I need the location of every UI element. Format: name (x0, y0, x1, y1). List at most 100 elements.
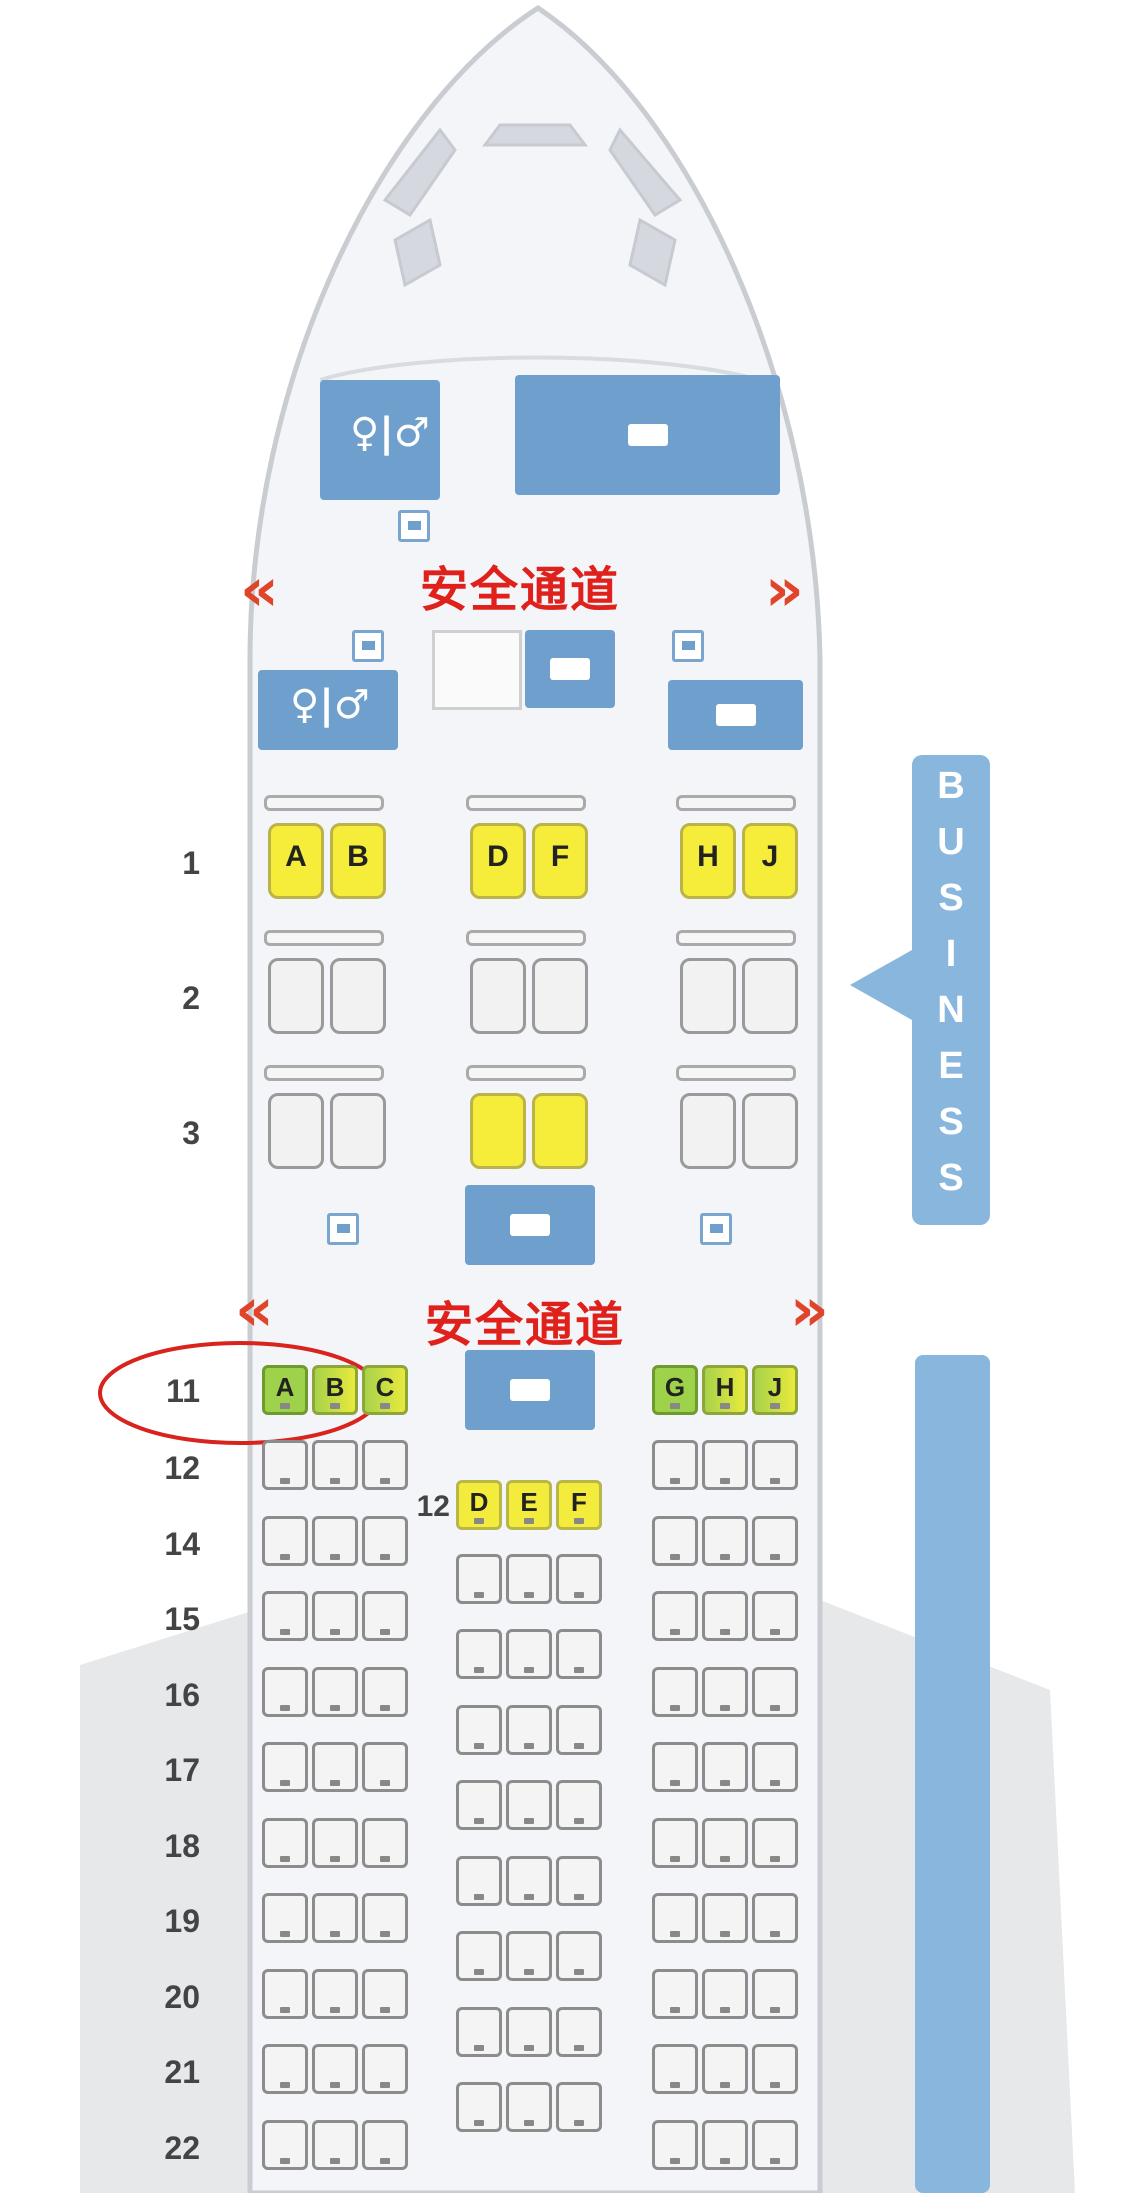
seat[interactable] (262, 1666, 308, 1717)
seat[interactable] (506, 1629, 552, 1679)
seat[interactable] (752, 1742, 798, 1792)
seat[interactable] (312, 2044, 358, 2094)
seat-3-1[interactable] (268, 1093, 324, 1169)
seat-11-J[interactable]: J (752, 1365, 798, 1415)
seat[interactable] (652, 1591, 698, 1641)
seat[interactable] (752, 2119, 798, 2170)
seat[interactable] (652, 1817, 698, 1868)
seat[interactable] (752, 1515, 798, 1566)
seat[interactable] (702, 1817, 748, 1868)
seat[interactable] (752, 1817, 798, 1868)
seat[interactable] (506, 1931, 552, 1981)
seat[interactable] (362, 1968, 408, 2019)
seat[interactable] (752, 1666, 798, 1717)
seat[interactable] (652, 1893, 698, 1943)
seat[interactable] (702, 1666, 748, 1717)
seat[interactable] (312, 1968, 358, 2019)
seat[interactable] (262, 1515, 308, 1566)
seat[interactable] (262, 1591, 308, 1641)
seat[interactable] (456, 1780, 502, 1830)
seat[interactable] (262, 2119, 308, 2170)
seat[interactable] (506, 1553, 552, 1604)
seat[interactable] (312, 1666, 358, 1717)
seat-1-A[interactable]: A (268, 823, 324, 899)
seat[interactable] (556, 1931, 602, 1981)
seat-2-6[interactable] (742, 958, 798, 1034)
seat[interactable] (456, 1553, 502, 1604)
seat-1-J[interactable]: J (742, 823, 798, 899)
seat[interactable] (556, 1855, 602, 1906)
seat[interactable] (362, 1515, 408, 1566)
seat[interactable] (702, 1742, 748, 1792)
seat[interactable] (652, 1440, 698, 1490)
seat-3-5[interactable] (680, 1093, 736, 1169)
seat-3-6[interactable] (742, 1093, 798, 1169)
seat[interactable] (652, 2119, 698, 2170)
seat[interactable] (556, 2082, 602, 2132)
seat[interactable] (556, 1629, 602, 1679)
seat[interactable] (262, 1742, 308, 1792)
seat[interactable] (362, 2044, 408, 2094)
seat-2-1[interactable] (268, 958, 324, 1034)
seat[interactable] (556, 1553, 602, 1604)
seat-11-H[interactable]: H (702, 1365, 748, 1415)
seat-11-C[interactable]: C (362, 1365, 408, 1415)
seat[interactable] (456, 2006, 502, 2057)
seat[interactable] (752, 1591, 798, 1641)
seat-3-2[interactable] (330, 1093, 386, 1169)
seat-11-B[interactable]: B (312, 1365, 358, 1415)
seat[interactable] (312, 1742, 358, 1792)
seat[interactable] (456, 2082, 502, 2132)
seat[interactable] (362, 1742, 408, 1792)
seat-3-3[interactable] (470, 1093, 526, 1169)
seat[interactable] (506, 2006, 552, 2057)
seat-11-A[interactable]: A (262, 1365, 308, 1415)
seat[interactable] (506, 1704, 552, 1755)
seat[interactable] (362, 1893, 408, 1943)
seat[interactable] (362, 1591, 408, 1641)
seat-2-5[interactable] (680, 958, 736, 1034)
seat[interactable] (362, 1666, 408, 1717)
seat[interactable] (362, 2119, 408, 2170)
seat[interactable] (702, 1440, 748, 1490)
seat[interactable] (262, 1440, 308, 1490)
seat[interactable] (456, 1704, 502, 1755)
seat[interactable] (556, 1780, 602, 1830)
seat-1-D[interactable]: D (470, 823, 526, 899)
seat[interactable] (506, 1780, 552, 1830)
seat[interactable] (262, 1893, 308, 1943)
seat[interactable] (752, 1893, 798, 1943)
seat[interactable] (262, 1817, 308, 1868)
seat-1-B[interactable]: B (330, 823, 386, 899)
seat[interactable] (652, 1968, 698, 2019)
seat-11-G[interactable]: G (652, 1365, 698, 1415)
seat[interactable] (702, 1893, 748, 1943)
seat-3-4[interactable] (532, 1093, 588, 1169)
seat[interactable] (362, 1817, 408, 1868)
seat[interactable] (702, 2119, 748, 2170)
seat[interactable] (312, 1591, 358, 1641)
seat[interactable] (456, 1931, 502, 1981)
seat[interactable] (752, 2044, 798, 2094)
seat[interactable] (652, 1666, 698, 1717)
seat[interactable] (312, 1817, 358, 1868)
seat[interactable] (702, 1968, 748, 2019)
seat[interactable] (312, 2119, 358, 2170)
seat[interactable] (312, 1440, 358, 1490)
seat-12-F[interactable]: F (556, 1480, 602, 1530)
seat[interactable] (702, 2044, 748, 2094)
seat[interactable] (312, 1515, 358, 1566)
seat[interactable] (312, 1893, 358, 1943)
seat[interactable] (702, 1591, 748, 1641)
seat[interactable] (506, 2082, 552, 2132)
seat[interactable] (506, 1855, 552, 1906)
seat[interactable] (556, 1704, 602, 1755)
seat[interactable] (652, 1515, 698, 1566)
seat[interactable] (752, 1968, 798, 2019)
seat-2-4[interactable] (532, 958, 588, 1034)
seat[interactable] (652, 1742, 698, 1792)
seat-12-E[interactable]: E (506, 1480, 552, 1530)
seat[interactable] (652, 2044, 698, 2094)
seat[interactable] (752, 1440, 798, 1490)
seat[interactable] (456, 1629, 502, 1679)
